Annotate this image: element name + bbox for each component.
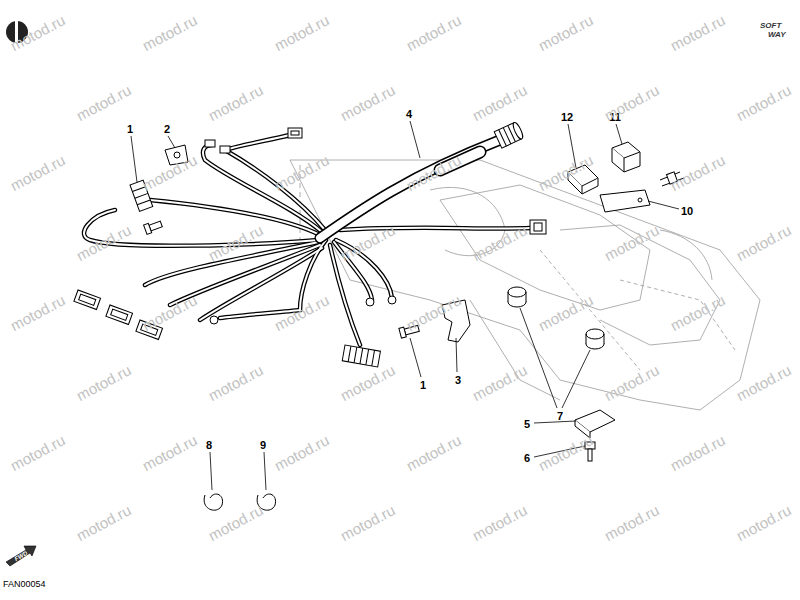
- watermark: motod.ru: [668, 152, 727, 193]
- watermark: motod.ru: [470, 502, 529, 543]
- watermark: motod.ru: [272, 152, 331, 193]
- callout-number: 3: [455, 375, 461, 386]
- watermark: motod.ru: [602, 82, 661, 123]
- forward-arrow-icon: [6, 546, 36, 566]
- callout-number: 8: [206, 440, 212, 451]
- watermark: motod.ru: [8, 152, 67, 193]
- watermark: motod.ru: [338, 82, 397, 123]
- watermark: motod.ru: [8, 12, 67, 53]
- watermark: motod.ru: [470, 362, 529, 403]
- figure-code: FAN00054: [3, 580, 46, 589]
- watermark: motod.ru: [602, 222, 661, 263]
- watermark: motod.ru: [8, 292, 67, 333]
- callout-number: 5: [524, 419, 530, 430]
- callout-number: 4: [406, 109, 412, 120]
- watermark: motod.ru: [536, 12, 595, 53]
- watermark: motod.ru: [272, 432, 331, 473]
- watermark: motod.ru: [734, 502, 793, 543]
- watermark: motod.ru: [668, 292, 727, 333]
- harness-connectors: [74, 121, 684, 510]
- callout-number: 1: [420, 380, 426, 391]
- frame-outline: [290, 160, 760, 410]
- watermark: motod.ru: [668, 12, 727, 53]
- watermark: motod.ru: [140, 292, 199, 333]
- callout-number: 6: [524, 453, 530, 464]
- direction-text: FWD: [14, 550, 29, 562]
- watermark: motod.ru: [404, 12, 463, 53]
- watermark: motod.ru: [338, 362, 397, 403]
- watermark: motod.ru: [602, 362, 661, 403]
- watermark: motod.ru: [206, 82, 265, 123]
- callout-number: 7: [557, 411, 563, 422]
- callout-number: 2: [164, 124, 170, 135]
- callout-number: 12: [561, 112, 573, 123]
- watermark: motod.ru: [272, 12, 331, 53]
- callout-number: 9: [260, 440, 266, 451]
- watermark: motod.ru: [140, 432, 199, 473]
- watermark: motod.ru: [470, 82, 529, 123]
- watermark: motod.ru: [338, 502, 397, 543]
- harness-wires: [84, 135, 530, 345]
- watermark: motod.ru: [140, 12, 199, 53]
- watermark: motod.ru: [206, 362, 265, 403]
- watermark: motod.ru: [734, 82, 793, 123]
- callout-number: 10: [681, 206, 693, 217]
- leader-lines: [131, 121, 679, 490]
- watermark: motod.ru: [734, 222, 793, 263]
- watermark: motod.ru: [74, 502, 133, 543]
- watermark: motod.ru: [8, 432, 67, 473]
- brand-text: WAY: [768, 31, 786, 39]
- watermark: motod.ru: [74, 82, 133, 123]
- watermark: motod.ru: [404, 432, 463, 473]
- watermark: motod.ru: [668, 432, 727, 473]
- watermark: motod.ru: [74, 362, 133, 403]
- brand-text: SOFT: [760, 22, 781, 30]
- watermark: motod.ru: [602, 502, 661, 543]
- callout-number: 1: [127, 124, 133, 135]
- watermark: motod.ru: [536, 432, 595, 473]
